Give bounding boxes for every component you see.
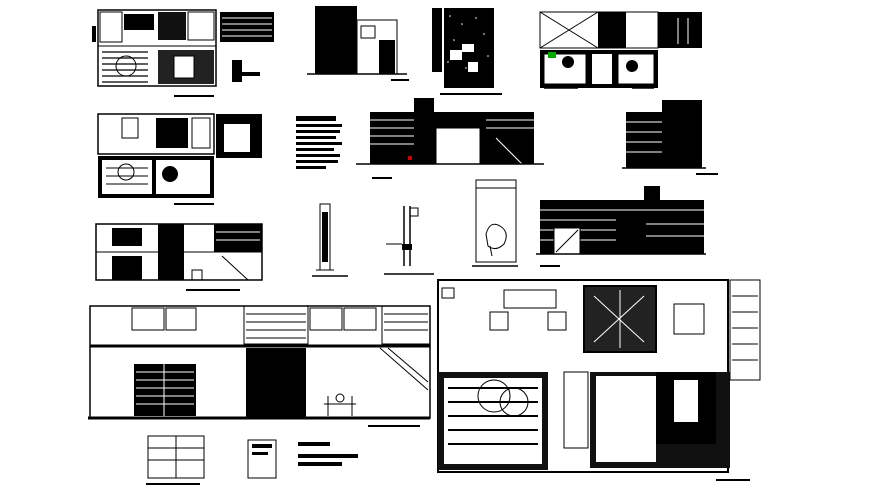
section-a-svg [307, 6, 409, 81]
section-large-drawing [80, 300, 432, 432]
plan-b-svg [432, 8, 502, 95]
elevation-side-drawing [622, 98, 722, 180]
section-large-svg [88, 305, 431, 427]
detail-chair-svg [472, 179, 518, 267]
notes-block-svg [296, 116, 342, 169]
section-a-drawing [303, 6, 413, 86]
elevation-front-drawing [356, 98, 546, 184]
elevation-side-svg [622, 100, 718, 175]
notes-block-drawing [294, 114, 344, 176]
plan-upper-svg [97, 113, 262, 205]
legend-block-drawing [144, 432, 364, 488]
detail-wall-drawing [380, 204, 440, 280]
elevation-rear-svg [536, 186, 706, 267]
plan-b-drawing [428, 6, 508, 98]
detail-column-svg [312, 203, 348, 277]
plan-c-drawing [538, 10, 708, 92]
section-b-svg [95, 223, 263, 291]
plan-ground-drawing [88, 6, 278, 101]
plan-large-svg [437, 279, 761, 481]
legend-block-svg [146, 435, 358, 485]
plan-large-drawing [434, 276, 764, 486]
plan-upper-drawing [92, 110, 267, 210]
elevation-rear-drawing [536, 184, 708, 272]
plan-ground-svg [92, 9, 274, 97]
detail-wall-svg [384, 206, 434, 275]
plan-c-svg [539, 11, 702, 89]
section-b-drawing [92, 220, 272, 294]
detail-chair-drawing [470, 176, 522, 272]
detail-column-drawing [310, 202, 350, 282]
elevation-front-svg [356, 98, 544, 179]
